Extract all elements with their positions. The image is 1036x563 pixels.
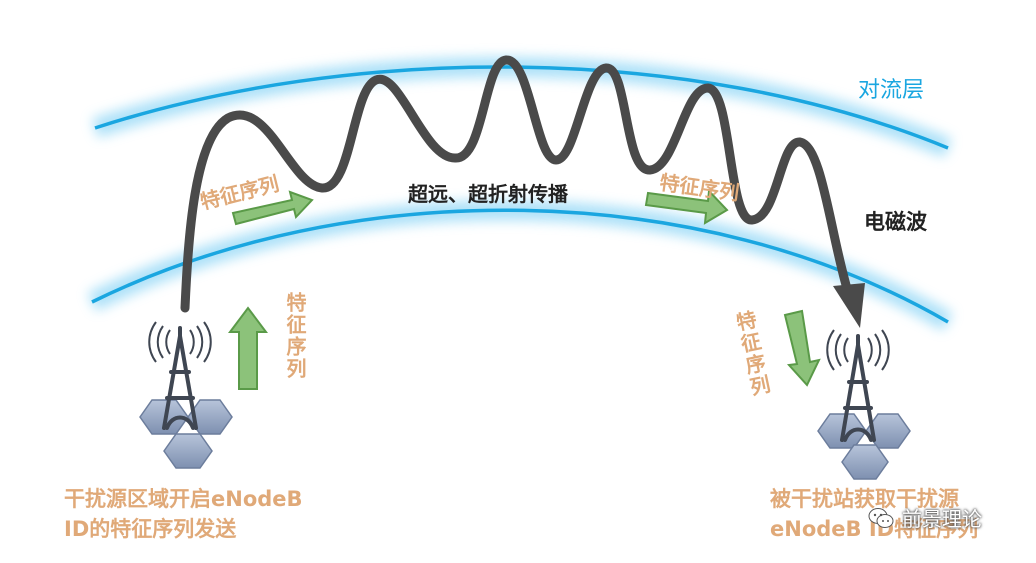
left-caption: 干扰源区域开启eNodeB ID的特征序列发送 [64,484,303,544]
left-tower-icon [139,321,233,469]
right-caption-line1: 被干扰站获取干扰源 [770,487,959,511]
em-wave-label: 电磁波 [864,210,927,234]
arrow-right-left [231,190,314,226]
wave-arrowhead [833,283,865,328]
propagation-label: 超远、超折射传播 [408,182,568,206]
left-caption-line1: 干扰源区域开启eNodeB [64,487,303,511]
watermark-text: 前景理论 [902,507,982,531]
left-caption-line2: ID的特征序列发送 [64,517,237,541]
troposphere-label: 对流层 [858,78,925,103]
wechat-icon [868,507,894,528]
lower-troposphere-layer [87,200,954,331]
watermark: 前景理论 [868,503,982,532]
arrow-up [228,306,268,390]
feature-sequence-vertical-left: 特征序列 [283,292,307,380]
arrow-right-right [644,188,729,225]
right-tower-icon [817,329,911,480]
electromagnetic-wave [180,55,865,328]
arrow-down [783,309,821,387]
